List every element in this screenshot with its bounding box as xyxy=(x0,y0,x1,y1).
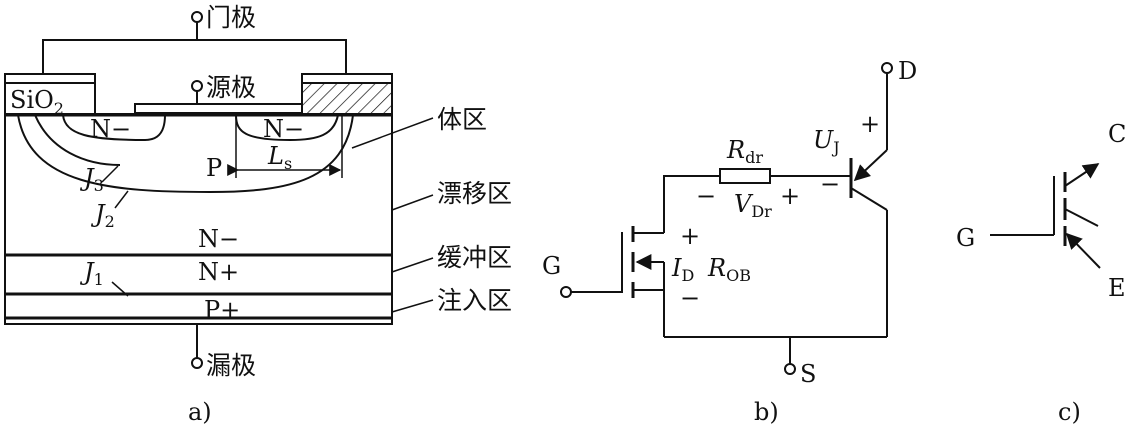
j1-label: J1 xyxy=(79,258,104,289)
resistor-rdr xyxy=(719,168,771,184)
vdr-plus: + xyxy=(780,182,800,210)
figure-c-igbt-symbol: G C E c) xyxy=(956,120,1126,426)
n-minus-left-label: N− xyxy=(90,115,131,143)
source-metal xyxy=(134,103,303,114)
rob-label: ROB xyxy=(707,254,751,285)
drain-label: 漏极 xyxy=(206,351,256,380)
drift-layer-label: N− xyxy=(198,225,239,253)
figure-b-equivalent-circuit: D UJ + − Rdr − VDr + + − ID ROB xyxy=(542,57,917,426)
id-label: ID xyxy=(671,254,694,285)
gate-terminal[interactable] xyxy=(191,11,203,23)
mos-minus: − xyxy=(680,284,700,312)
source-terminal[interactable] xyxy=(191,80,203,92)
buffer-layer-label: N+ xyxy=(198,258,239,286)
n-minus-right-label: N− xyxy=(263,115,304,143)
p-body-junction-j2 xyxy=(17,114,354,194)
p-label: P xyxy=(206,154,222,182)
g-label-b: G xyxy=(542,252,561,280)
drain-terminal[interactable] xyxy=(191,357,203,369)
n-minus-right-pocket xyxy=(235,114,339,142)
body-region-label: 体区 xyxy=(437,105,487,134)
oxide-left-gate xyxy=(4,73,96,84)
drift-region-label: 漂移区 xyxy=(437,179,512,208)
vdr-label: VDr xyxy=(734,190,772,221)
j2-pointer xyxy=(114,190,129,209)
symbol-mid-lead xyxy=(1064,208,1099,227)
ls-label: Ls xyxy=(267,142,292,173)
gate-wire xyxy=(42,39,347,74)
body-region-pointer xyxy=(351,117,434,149)
oxide-right-hatched xyxy=(301,82,393,115)
figure-a-structure: 门极 SiO2 源极 N− N− P Ls J3 J2 xyxy=(4,3,512,426)
symbol-collector xyxy=(1064,163,1100,187)
g-label-c: G xyxy=(956,224,975,252)
caption-b: b) xyxy=(754,398,779,426)
drift-region-pointer xyxy=(391,194,434,211)
caption-c: c) xyxy=(1058,398,1081,426)
d-label: D xyxy=(898,57,917,85)
oxide-right-gate xyxy=(301,73,393,84)
base-wire-left xyxy=(663,175,720,233)
injection-region-label: 注入区 xyxy=(437,286,512,315)
mos-plus: + xyxy=(680,222,700,250)
source-label: 源极 xyxy=(206,73,256,102)
gate-label: 门极 xyxy=(206,3,256,32)
junction-j3 xyxy=(34,114,121,166)
injection-region-pointer xyxy=(391,299,434,313)
uj-plus: + xyxy=(860,110,880,138)
d-terminal[interactable] xyxy=(881,62,893,74)
j3-pointer xyxy=(101,165,119,183)
uj-label: UJ xyxy=(813,126,840,157)
n-minus-left-pocket xyxy=(62,114,166,142)
s-terminal[interactable] xyxy=(784,363,796,375)
bjt-collector xyxy=(850,187,888,211)
s-label: S xyxy=(800,360,816,388)
e-label: E xyxy=(1108,274,1126,302)
vdr-minus: − xyxy=(696,182,716,210)
c-label: C xyxy=(1108,120,1126,148)
j2-label: J2 xyxy=(90,200,115,231)
symbol-emitter xyxy=(1065,232,1101,269)
g-terminal[interactable] xyxy=(560,286,572,298)
bjt-emitter xyxy=(853,149,888,182)
oxide-label: SiO2 xyxy=(10,86,64,118)
uj-minus: − xyxy=(820,170,840,198)
caption-a: a) xyxy=(188,398,212,426)
buffer-region-label: 缓冲区 xyxy=(437,243,512,272)
buffer-region-pointer xyxy=(391,257,434,273)
injection-layer-label: P+ xyxy=(204,296,240,324)
rdr-label: Rdr xyxy=(726,136,763,167)
